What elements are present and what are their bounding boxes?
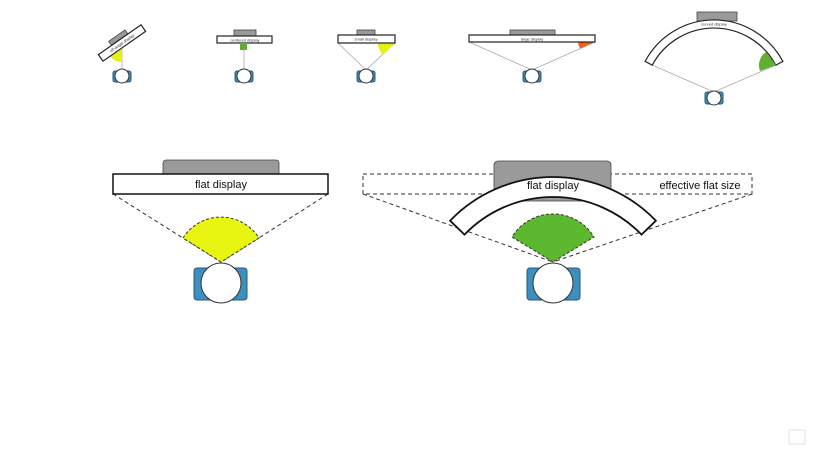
display-label: flat display bbox=[195, 179, 247, 191]
viewing-angle-wedge bbox=[758, 52, 776, 71]
large-flat-diagram: flat display bbox=[112, 159, 329, 304]
viewing-angle-wedge bbox=[182, 216, 260, 263]
large-display-diagram: large display bbox=[468, 29, 596, 84]
display bbox=[112, 173, 329, 195]
effective-flat-size-label: effective flat size bbox=[659, 180, 740, 192]
large-curved-diagram: flat display effective flat size bbox=[362, 160, 753, 304]
display bbox=[468, 34, 596, 43]
display-label: curved display bbox=[701, 22, 727, 27]
display-label: large display bbox=[521, 37, 543, 42]
display bbox=[337, 34, 396, 44]
logo-watermark bbox=[788, 429, 806, 445]
viewing-angle-wedge bbox=[511, 213, 595, 263]
viewing-angle-wedge bbox=[378, 43, 395, 55]
small-display-diagram: small display bbox=[337, 29, 396, 84]
viewing-angle-wedge bbox=[578, 42, 595, 49]
off-angle-diagram: off-angle display bbox=[97, 23, 147, 84]
display bbox=[448, 176, 658, 236]
display-label: flat display bbox=[527, 180, 579, 192]
curved-display-diagram: curved display bbox=[644, 11, 784, 106]
viewing-angle-wedge bbox=[240, 43, 247, 50]
display bbox=[644, 19, 784, 67]
display bbox=[97, 23, 147, 63]
display-label: centered display bbox=[230, 38, 259, 43]
centered-diagram: centered display bbox=[216, 29, 273, 84]
display-label: small display bbox=[355, 37, 378, 42]
